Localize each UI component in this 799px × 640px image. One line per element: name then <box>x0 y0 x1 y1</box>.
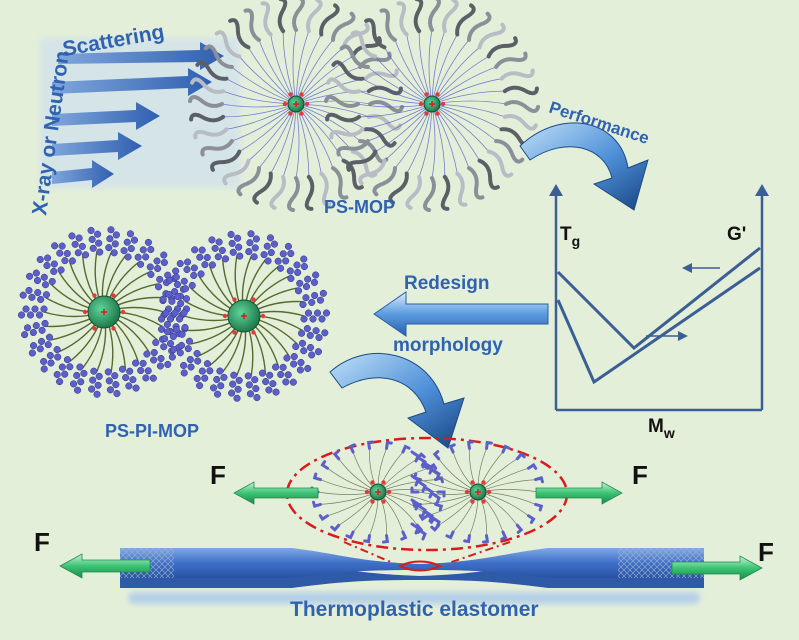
ps-mop-star-right <box>324 0 540 212</box>
force-arrow-right-lower <box>671 555 763 581</box>
beam-arrow-3 <box>52 102 160 130</box>
incident-beams <box>40 38 240 188</box>
ps-pi-mop-label: PS-PI-MOP <box>105 421 199 441</box>
red-dashed-ellipse <box>285 436 569 552</box>
shift-left-arrowhead <box>682 263 692 273</box>
y-right-label: G' <box>727 224 746 245</box>
beam-arrow-1 <box>58 42 224 70</box>
y-left-subscript: g <box>572 233 581 249</box>
beam-arrow-2 <box>52 68 212 96</box>
y-left-label: Tg <box>560 224 580 249</box>
force-label-left-upper: F <box>210 460 226 490</box>
plot-right-axis-arrowhead <box>755 184 769 196</box>
force-label-right-lower: F <box>758 537 774 567</box>
tg-gprime-plot: Tg G' Mw <box>549 184 769 441</box>
beam-arrow-4 <box>52 132 142 160</box>
redesign-arrow <box>373 291 549 337</box>
plot-left-axis-arrowhead <box>549 184 563 196</box>
ps-pi-mop-star-right <box>157 230 331 402</box>
stretched-network <box>310 440 546 544</box>
ps-mop-label: PS-MOP <box>324 197 395 217</box>
zoom-lines <box>343 541 511 567</box>
morphology-label: morphology <box>393 335 503 356</box>
redesign-label: Redesign <box>404 273 490 294</box>
force-arrow-right-upper <box>535 481 623 505</box>
beam-arrow-5 <box>52 160 114 188</box>
x-axis-label: Mw <box>648 416 675 441</box>
thermoplastic-label: Thermoplastic elastomer <box>290 598 539 621</box>
force-arrow-left-lower <box>59 553 151 579</box>
x-axis-subscript: w <box>663 425 675 441</box>
gprime-curve <box>556 266 761 385</box>
specimen-body <box>120 548 704 578</box>
force-label-left-lower: F <box>34 527 50 557</box>
force-label-right-upper: F <box>632 460 648 490</box>
morphology-curved-arrow <box>329 353 465 449</box>
force-arrow-left-upper <box>233 481 319 505</box>
elastomer-specimen <box>120 548 704 604</box>
tg-curve <box>556 246 761 351</box>
shift-right-arrowhead <box>678 331 688 341</box>
neck-highlight <box>397 560 443 572</box>
ps-mop-star-left <box>188 0 404 212</box>
performance-curved-arrow <box>519 122 649 211</box>
